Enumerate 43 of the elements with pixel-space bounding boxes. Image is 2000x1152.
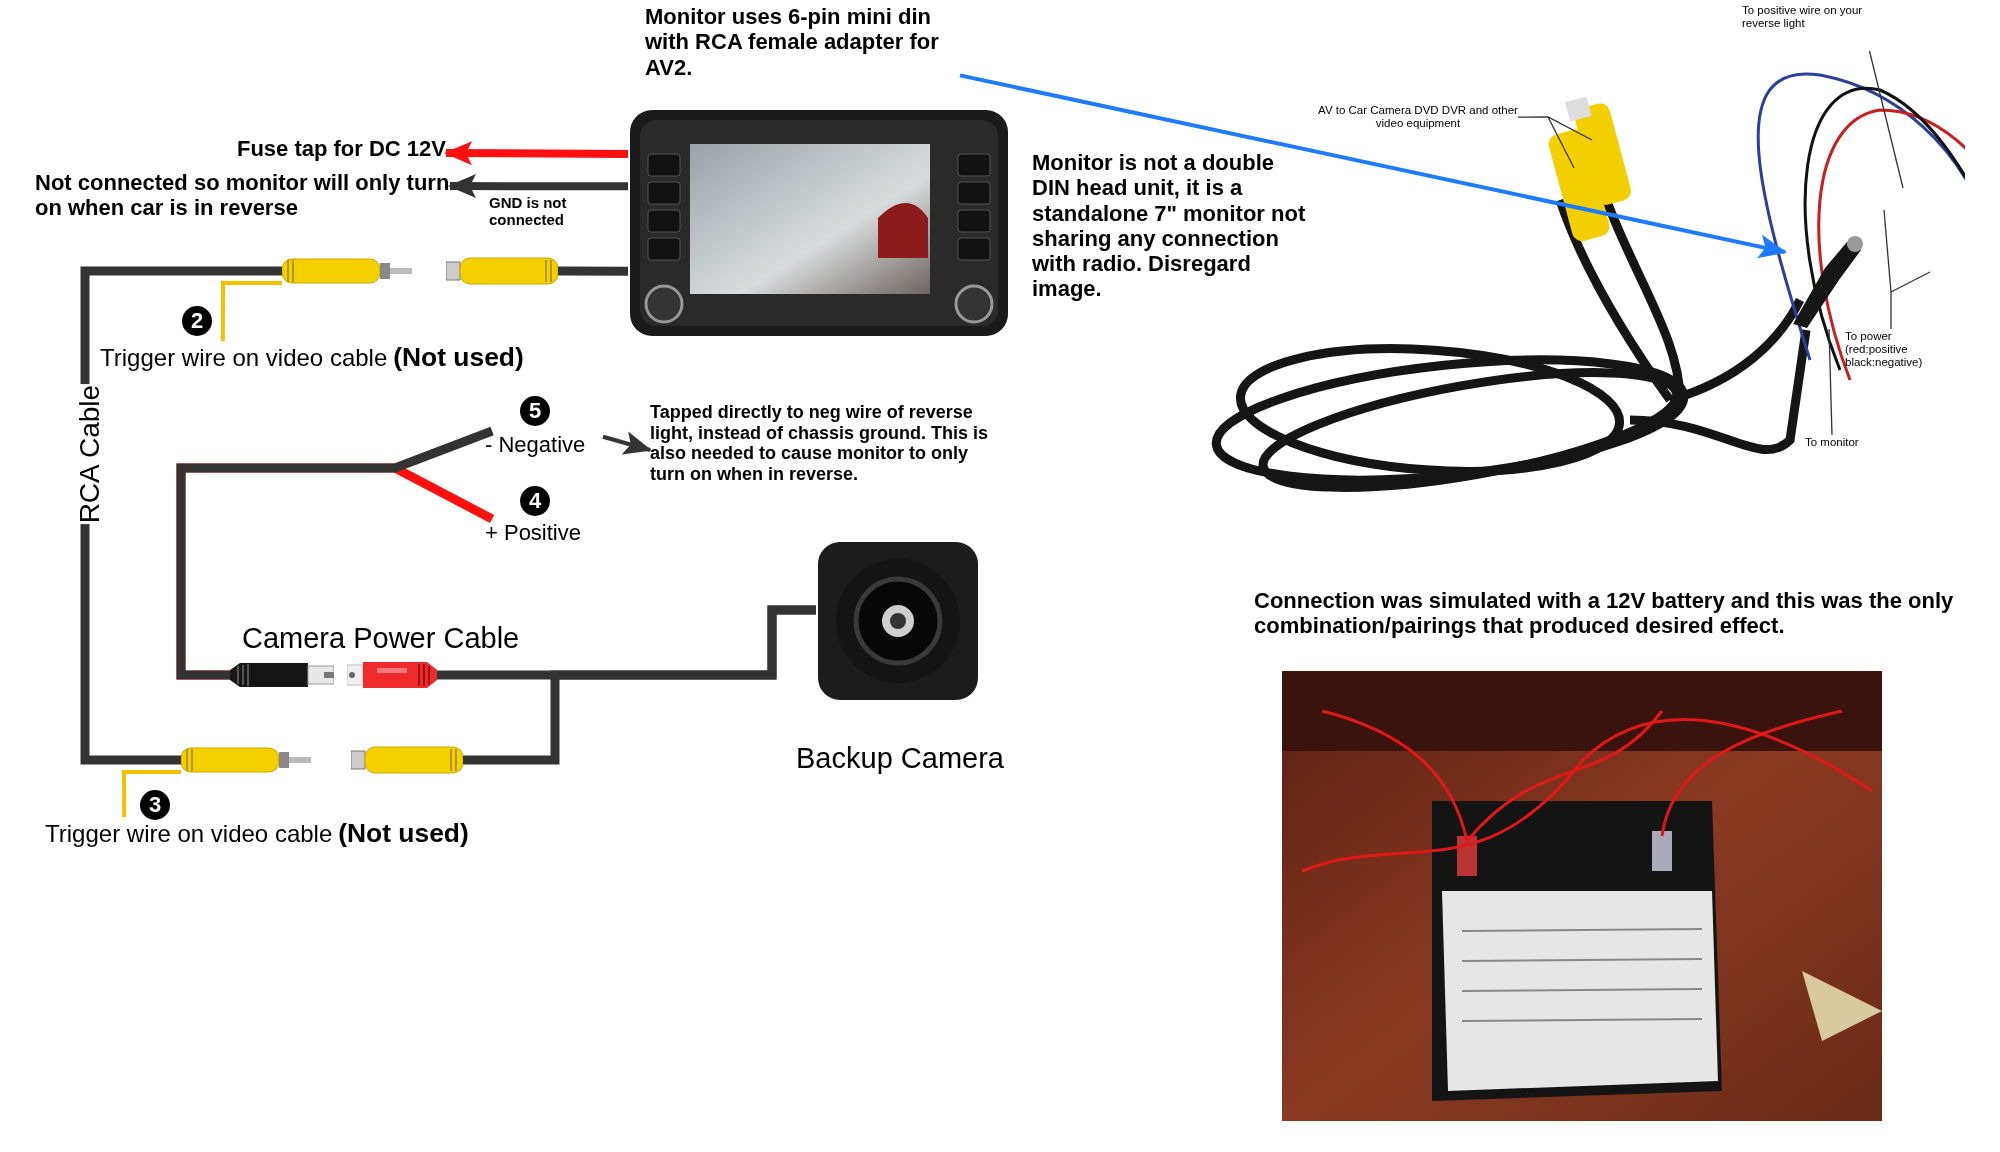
callout-label: To monitor: [1805, 436, 1859, 448]
leader-line: [1868, 50, 1904, 189]
power-plug-drawing: [230, 660, 334, 690]
annotation-text: Trigger wire on video cable: [45, 820, 333, 847]
leader-line: [1517, 116, 1593, 169]
annotation-text: Monitor is not a double DIN head unit, it is a standalone 7" monitor not sharing any connection with radio. Disregard image.: [1032, 150, 1307, 302]
rca-plug-drawing: [181, 746, 311, 774]
cable: [80, 266, 282, 765]
arrow: [602, 431, 652, 455]
arrow: [959, 73, 1787, 259]
leader-line: [1828, 328, 1833, 436]
step-number: 4: [520, 486, 550, 516]
leader-line: [1883, 209, 1931, 330]
step-number: 2: [182, 306, 212, 336]
power-plug-drawing: [347, 660, 437, 690]
callout-label: To positive wire on your reverse light: [1742, 4, 1863, 30]
annotation-text: (Not used): [338, 818, 469, 848]
annotation-text: Monitor uses 6-pin mini din with RCA female adapter for AV2.: [645, 4, 939, 80]
annotation-text: (Not used): [393, 342, 524, 372]
rca-plug-drawing: [351, 746, 463, 774]
rca-plug-drawing: [282, 257, 412, 285]
annotation-text: Not connected so monitor will only turn on when car is in reverse: [35, 170, 450, 221]
monitor-drawing: [628, 108, 1010, 338]
annotation-text: Trigger wire on video cable: [100, 344, 388, 371]
caption-text: Backup Camera: [795, 742, 1005, 776]
arrow: [444, 141, 629, 166]
annotation-text: Connection was simulated with a 12V battery and this was the only combination/pairings that produced desired effect.: [1254, 588, 1955, 639]
callout-label: AV to Car Camera DVD DVR and other video equipment: [1318, 104, 1518, 130]
annotation-text: + Positive: [485, 520, 581, 545]
annotation-text: Fuse tap for DC 12V: [236, 136, 446, 161]
arrow: [448, 174, 628, 199]
cable: [558, 266, 628, 276]
step-number: 3: [140, 790, 170, 820]
cable: [437, 605, 816, 680]
wire: [122, 770, 181, 817]
rca-plug-drawing: [446, 257, 558, 285]
camera-drawing: [816, 540, 980, 702]
annotation-text: - Negative: [485, 432, 586, 457]
step-number: 5: [520, 396, 550, 426]
callout-label: To power (red:positive black:negative): [1845, 330, 1923, 369]
annotation-text: Camera Power Cable: [242, 622, 521, 656]
annotation-text: Tapped directly to neg wire of reverse light, instead of chassis ground. This is also needed to cause monitor to only turn on when in reverse.: [650, 402, 989, 485]
wire: [220, 281, 282, 341]
